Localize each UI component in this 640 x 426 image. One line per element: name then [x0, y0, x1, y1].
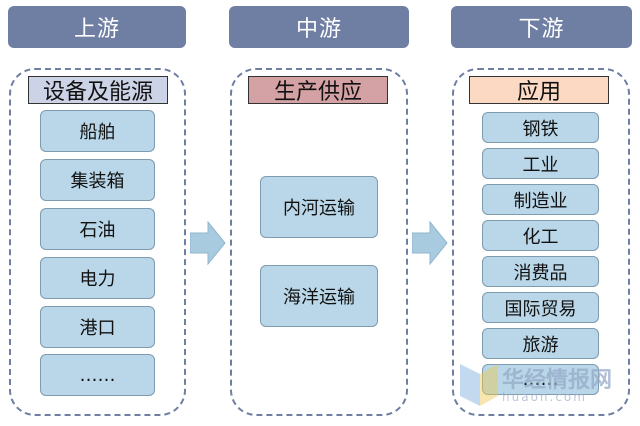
watermark-logo-icon: [460, 364, 498, 406]
watermark-text: 华经情报网: [502, 368, 613, 393]
downstream-item: 制造业: [482, 184, 599, 215]
watermark-subtext: huaon.com: [502, 390, 587, 404]
downstream-item: 旅游: [482, 328, 599, 359]
upstream-category-label: 设备及能源: [28, 76, 168, 105]
downstream-category-label: 应用: [469, 76, 609, 105]
midstream-column: [230, 68, 408, 416]
midstream-category-label: 生产供应: [248, 76, 388, 105]
downstream-header: 下游: [451, 6, 632, 48]
midstream-item: 海洋运输: [260, 265, 378, 327]
upstream-item: 船舶: [40, 110, 155, 152]
upstream-item: 电力: [40, 257, 155, 299]
downstream-item: 钢铁: [482, 112, 599, 143]
upstream-column: [9, 68, 186, 416]
midstream-header: 中游: [229, 6, 409, 48]
upstream-item: 集装箱: [40, 159, 155, 201]
midstream-item: 内河运输: [260, 176, 378, 238]
flow-arrow-icon: [190, 220, 226, 266]
upstream-header: 上游: [8, 6, 186, 48]
downstream-item: 国际贸易: [482, 292, 599, 323]
upstream-item: ……: [40, 354, 155, 396]
downstream-item: 工业: [482, 148, 599, 179]
downstream-column: [452, 68, 630, 416]
downstream-item: ……: [482, 364, 599, 395]
downstream-item: 化工: [482, 220, 599, 251]
upstream-item: 港口: [40, 306, 155, 348]
downstream-item: 消费品: [482, 256, 599, 287]
upstream-item: 石油: [40, 208, 155, 250]
flow-arrow-icon: [412, 220, 448, 266]
